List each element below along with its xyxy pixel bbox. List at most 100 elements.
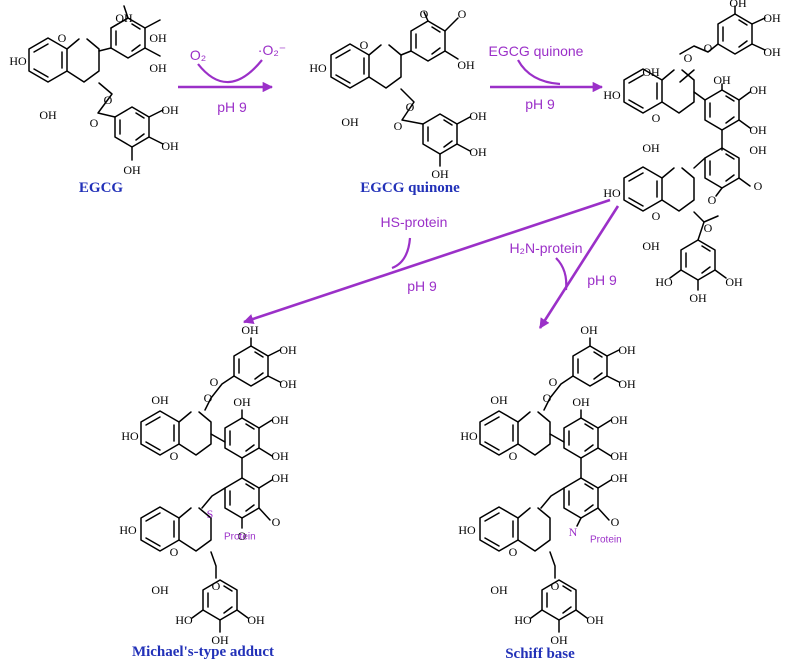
product-superoxide: ·O₂⁻ <box>258 42 286 58</box>
atom-o: O <box>204 391 213 405</box>
atom-ho: HO <box>460 429 478 443</box>
atom-o: O <box>170 449 179 463</box>
condition-ph: pH 9 <box>525 96 555 112</box>
atom-oh: OH <box>241 323 259 337</box>
atom-o: O <box>549 375 558 389</box>
atom-o: O <box>509 545 518 559</box>
atom-oh: OH <box>689 291 707 305</box>
protein-label: Protein <box>224 532 256 543</box>
atom-o: O <box>360 38 369 52</box>
atom-ho: HO <box>514 613 532 627</box>
atom-o: O <box>272 515 281 529</box>
atom-o: O <box>509 449 518 463</box>
atom-ho: HO <box>175 613 193 627</box>
atom-oh: OH <box>123 163 141 177</box>
compound-label-egcg-quinone: EGCG quinone <box>360 180 460 196</box>
atom-o: O <box>458 7 467 21</box>
atom-oh: OH <box>211 633 229 647</box>
atom-oh: OH <box>457 58 475 72</box>
atom-ho: HO <box>655 275 673 289</box>
atom-oh: OH <box>586 613 604 627</box>
atom-oh: OH <box>749 83 767 97</box>
atom-o: O <box>394 119 403 133</box>
atom-oh: OH <box>271 413 289 427</box>
reagent-h2n-protein: H₂N-protein <box>509 240 582 256</box>
atom-ho: HO <box>603 88 621 102</box>
compound-label-egcg: EGCG <box>79 180 124 196</box>
atom-o: O <box>684 51 693 65</box>
atom-oh: OH <box>431 167 449 181</box>
condition-ph: pH 9 <box>587 272 617 288</box>
compound-label-schiff-base: Schiff base <box>505 646 575 662</box>
compound-label-michael-adduct: Michael's-type adduct <box>132 644 274 660</box>
atom-o: O <box>420 7 429 21</box>
dimer-structure <box>623 5 766 291</box>
atom-oh: OH <box>161 139 179 153</box>
atom-ho: HO <box>458 523 476 537</box>
atom-oh: OH <box>151 393 169 407</box>
schiff-base-structure <box>479 337 620 633</box>
atom-o: O <box>58 31 67 45</box>
atom-o: O <box>212 579 221 593</box>
atom-oh: OH <box>618 377 636 391</box>
atom-oh: OH <box>149 61 167 75</box>
atom-oh: OH <box>642 239 660 253</box>
atom-o: O <box>704 221 713 235</box>
atom-oh: OH <box>610 471 628 485</box>
atom-oh: OH <box>749 123 767 137</box>
atom-ho: HO <box>121 429 139 443</box>
atom-o: O <box>704 41 713 55</box>
reagent-oxygen: O₂ <box>190 47 206 63</box>
atom-oh: OH <box>469 145 487 159</box>
atom-o: O <box>652 209 661 223</box>
atom-oh: OH <box>749 143 767 157</box>
atom-ho: HO <box>119 523 137 537</box>
atom-oh: OH <box>610 413 628 427</box>
protein-label: Protein <box>590 535 622 546</box>
atom-oh: OH <box>642 141 660 155</box>
reaction-arrow-1 <box>178 59 274 93</box>
atom-oh: OH <box>247 613 265 627</box>
atom-oh: OH <box>550 633 568 647</box>
atom-oh: OH <box>713 73 731 87</box>
atom-o: O <box>543 391 552 405</box>
atom-oh: OH <box>39 108 57 122</box>
atom-o: O <box>90 116 99 130</box>
atom-oh: OH <box>469 109 487 123</box>
reagent-hs-protein: HS-protein <box>381 214 448 230</box>
egcg-structure <box>28 5 164 161</box>
reaction-arrow-3 <box>243 198 611 324</box>
atom-oh: OH <box>341 115 359 129</box>
atom-oh: OH <box>580 323 598 337</box>
atom-oh: OH <box>642 65 660 79</box>
sulfur-atom: S <box>207 507 214 521</box>
nitrogen-atom: N <box>569 525 578 539</box>
condition-ph: pH 9 <box>217 99 247 115</box>
atom-oh: OH <box>279 377 297 391</box>
atom-o: O <box>611 515 620 529</box>
atom-oh: OH <box>149 31 167 45</box>
atom-oh: OH <box>729 0 747 10</box>
atom-oh: OH <box>610 449 628 463</box>
atom-oh: OH <box>161 103 179 117</box>
atom-o: O <box>210 375 219 389</box>
atom-oh: OH <box>271 449 289 463</box>
atom-oh: OH <box>490 393 508 407</box>
atom-o: O <box>551 579 560 593</box>
atom-oh: OH <box>490 583 508 597</box>
atom-o: O <box>652 111 661 125</box>
atom-o: O <box>104 93 113 107</box>
atom-oh: OH <box>763 45 781 59</box>
atom-o: O <box>754 179 763 193</box>
atom-oh: OH <box>151 583 169 597</box>
atom-oh: OH <box>725 275 743 289</box>
condition-ph: pH 9 <box>407 278 437 294</box>
atom-oh: OH <box>763 11 781 25</box>
reaction-arrow-2 <box>490 59 604 93</box>
atom-ho: HO <box>309 61 327 75</box>
atom-o: O <box>238 529 247 543</box>
egcg-quinone-structure <box>330 11 471 167</box>
atom-ho: HO <box>9 54 27 68</box>
atom-o: O <box>406 100 415 114</box>
